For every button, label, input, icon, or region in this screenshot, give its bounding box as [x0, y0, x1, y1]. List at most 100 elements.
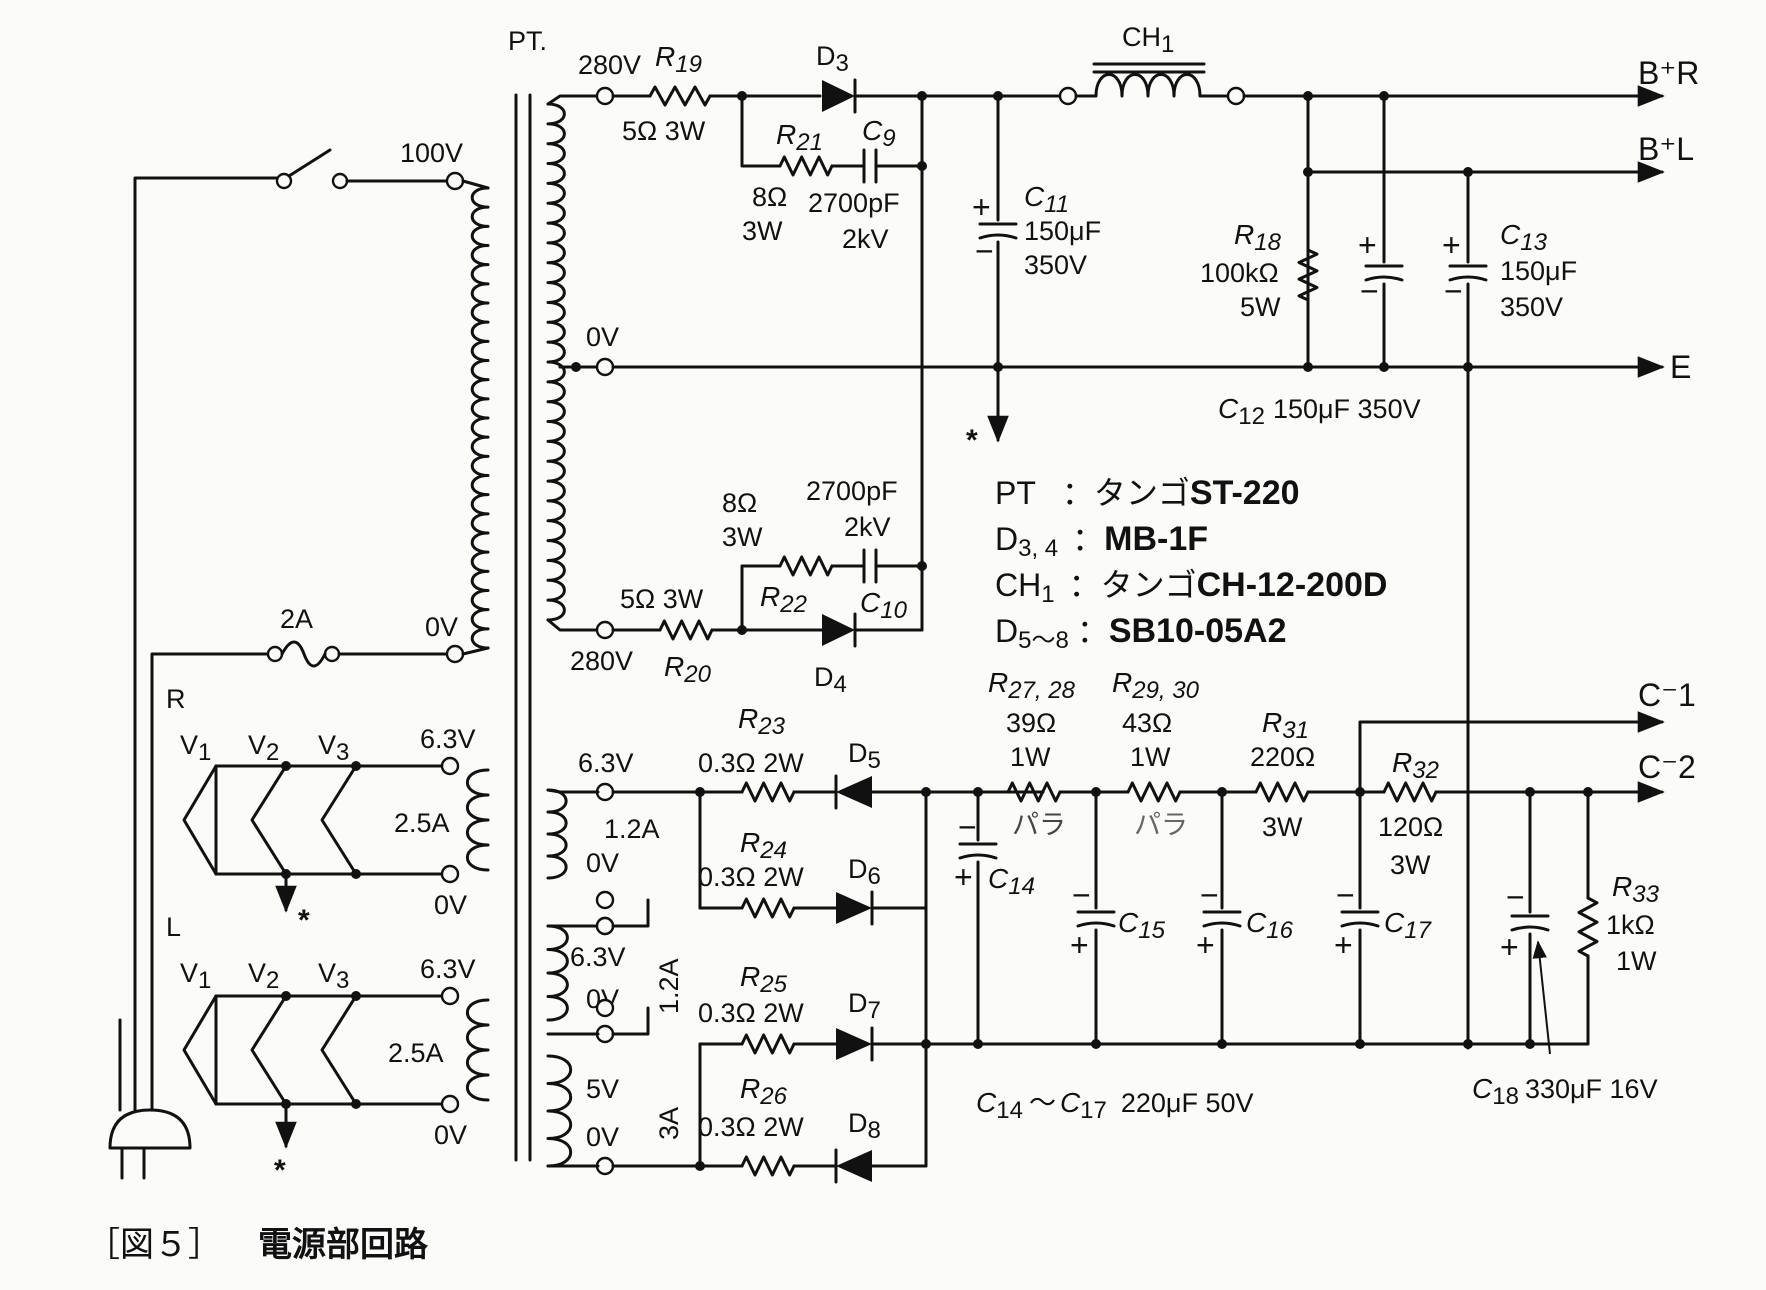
resistor-r21: [778, 155, 834, 177]
c10-value1: 2700pF: [806, 476, 898, 506]
resistor-r23: [740, 781, 796, 803]
heater-r-bottom-label: 0V: [434, 890, 467, 920]
d7-ref: D7: [848, 988, 881, 1024]
aux2-top-label: 6.3V: [570, 942, 626, 972]
c15-plus: +: [1070, 927, 1089, 963]
aux3-coil: [546, 1054, 573, 1168]
c14-minus: −: [958, 809, 977, 845]
resistor-r32: [1382, 781, 1438, 803]
capacitor-c17: [1340, 910, 1380, 928]
c12-plus: +: [1358, 227, 1377, 263]
parts-d58: D5～8：SB10-05A2: [995, 612, 1286, 654]
parts-pt: PT：タンゴST-220: [995, 474, 1300, 512]
figure-title: 電源部回路: [258, 1226, 429, 1264]
r22-value1: 8Ω: [722, 488, 757, 518]
figure-number: ［図５］: [86, 1226, 222, 1264]
r32-value2: 3W: [1390, 850, 1431, 880]
r29-value1: 43Ω: [1122, 708, 1172, 738]
c14-plus: +: [954, 859, 973, 895]
svg-text:V1: V1: [180, 730, 211, 766]
d8-ref: D8: [848, 1108, 881, 1144]
pri-0v-label: 0V: [425, 612, 458, 642]
capacitor-c9: [862, 148, 878, 184]
r23-ref: R23: [738, 703, 786, 740]
r22-ref: R22: [760, 581, 807, 618]
diode-d6: [836, 890, 874, 926]
c17-ref: C17: [1384, 907, 1433, 944]
c11-ref: C11: [1024, 181, 1069, 218]
c11-value2: 350V: [1024, 250, 1087, 280]
parts-ch1: CH1：タンゴCH-12-200D: [995, 566, 1387, 608]
fuse-label: 2A: [280, 604, 313, 634]
parts-d34: D3, 4：MB-1F: [995, 520, 1208, 562]
heater-l-top-label: 6.3V: [420, 954, 476, 984]
diode-d8: [834, 1148, 872, 1184]
r32-ref: R32: [1392, 747, 1439, 784]
pri-100v-terminal: [445, 171, 465, 191]
r31-value1: 220Ω: [1250, 742, 1315, 772]
r29-value2: 1W: [1130, 742, 1171, 772]
resistor-r33: [1577, 896, 1599, 958]
hv-center-terminal: [595, 357, 615, 377]
ch1-ref: CH1: [1122, 22, 1174, 58]
transformer-primary-coil: [470, 186, 490, 650]
c10-ref: C10: [860, 587, 908, 624]
heater-r-top-label: 6.3V: [420, 724, 476, 754]
c17-plus: +: [1334, 927, 1353, 963]
r26-ref: R26: [740, 1073, 788, 1110]
diode-d3: [822, 78, 857, 114]
hv-top-terminal: [595, 86, 615, 106]
pri-100v-label: 100V: [400, 138, 463, 168]
r26-value: 0.3Ω 2W: [698, 1112, 804, 1142]
c15-minus: −: [1072, 877, 1091, 913]
capacitor-c11: [978, 222, 1018, 240]
diode-d5: [834, 774, 872, 810]
r25-value: 0.3Ω 2W: [698, 998, 804, 1028]
r22-value2: 3W: [722, 522, 763, 552]
heater-r-ground: *: [298, 904, 310, 937]
r20-ref: R20: [664, 651, 712, 688]
aux2-coil: [546, 924, 569, 1022]
mains-wire-bottom: [150, 652, 270, 1112]
resistor-r29-30: [1126, 781, 1182, 803]
r24-ref: R24: [740, 827, 787, 864]
c18-minus: −: [1506, 879, 1525, 915]
c13-value1: 150μF: [1500, 256, 1577, 286]
c12-minus: −: [1360, 273, 1379, 309]
c10-value2: 2kV: [844, 512, 891, 542]
aux3-current: 3A: [654, 1107, 684, 1140]
capacitor-c16: [1202, 910, 1242, 928]
r33-ref: R33: [1612, 871, 1660, 908]
heater-r-current: 2.5A: [394, 808, 450, 838]
r33-value2: 1W: [1616, 946, 1657, 976]
r27-value2: 1W: [1010, 742, 1051, 772]
resistor-r26: [740, 1155, 796, 1177]
heater-l-label: L: [166, 912, 181, 942]
parts-list: PT：タンゴST-220 D3, 4：MB-1F CH1：タンゴCH-12-20…: [995, 474, 1387, 654]
r18-value1: 100kΩ: [1200, 258, 1279, 288]
c11-plus: +: [972, 189, 991, 225]
transformer-core: [514, 93, 532, 1162]
capacitor-c13: [1448, 264, 1488, 282]
ch1-terminal-in: [1058, 86, 1078, 106]
r25-ref: R25: [740, 961, 788, 998]
r29-ref: R29, 30: [1112, 667, 1200, 704]
hv-center-label: 0V: [586, 322, 619, 352]
output-bpl: B⁺L: [1638, 131, 1694, 167]
c11-value1: 150μF: [1024, 216, 1101, 246]
r29-note: パラ: [1134, 810, 1188, 840]
resistor-r24: [740, 897, 796, 919]
c13-plus: +: [1442, 227, 1461, 263]
c11-ground-mark: *: [966, 424, 978, 457]
heater-l-ground: *: [274, 1154, 286, 1187]
c18-plus: +: [1500, 929, 1519, 965]
r31-ref: R31: [1262, 707, 1309, 744]
svg-text:V3: V3: [318, 958, 349, 994]
resistor-r18: [1297, 248, 1319, 302]
heater-l-current: 2.5A: [388, 1038, 444, 1068]
output-e: E: [1670, 349, 1691, 385]
ch1-terminal-out: [1226, 86, 1246, 106]
